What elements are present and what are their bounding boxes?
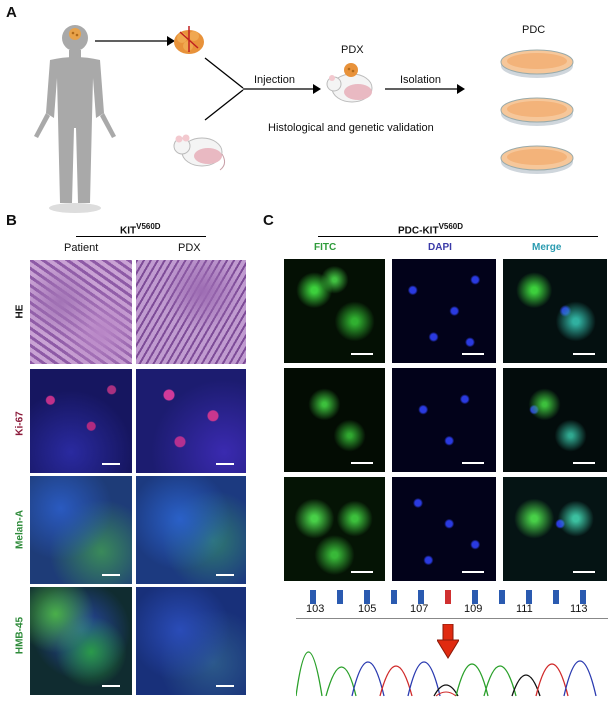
seq-pos-109: 109 [464, 603, 483, 615]
row-label-hmb45: HMB-45 [14, 616, 26, 655]
validation-label: Histological and genetic validation [268, 122, 434, 134]
panel-c-header: PDC-KITV560D [398, 222, 463, 236]
mouse-icon [173, 134, 226, 171]
he-pdx-image [136, 260, 246, 364]
scale-bar [462, 462, 484, 464]
scale-bar [573, 571, 595, 573]
scale-bar [216, 463, 234, 465]
col-patient-label: Patient [64, 242, 99, 254]
scale-bar [102, 685, 120, 687]
base-call-blocks [310, 590, 586, 604]
panel-a-letter: A [6, 4, 17, 21]
seq-pos-107: 107 [410, 603, 429, 615]
melan-a-pdx-image [136, 476, 246, 584]
ki67-pdx-image [136, 369, 246, 473]
convergence-arrows-icon [204, 57, 465, 121]
panel-b-header: KITV560D [120, 222, 161, 236]
scale-bar [102, 574, 120, 576]
ki67-patient-image [30, 369, 132, 473]
arrow-to-tumor-icon [95, 36, 175, 46]
seq-pos-113: 113 [570, 603, 588, 615]
melan-a-merge-image [503, 368, 607, 472]
panel-b-header-rule [76, 236, 206, 237]
row-label-ki67: Ki-67 [14, 411, 26, 436]
panel-b-letter: B [6, 212, 17, 229]
col-merge-label: Merge [532, 242, 562, 253]
col-dapi-label: DAPI [428, 242, 452, 253]
scale-bar [462, 353, 484, 355]
s100-fitc-image [284, 477, 385, 581]
s100-dapi-image [392, 477, 496, 581]
mutation-arrow-icon [437, 624, 459, 659]
seq-pos-103: 103 [306, 603, 325, 615]
scale-bar [573, 462, 595, 464]
hmb45-dapi-image [392, 259, 496, 363]
isolation-label: Isolation [400, 74, 441, 86]
melan-a-fitc-image [284, 368, 385, 472]
hmb45-patient-image [30, 587, 132, 695]
melan-a-patient-image [30, 476, 132, 584]
panel-b-header-sup: V560D [136, 222, 161, 231]
sequencing-chromatogram [296, 651, 597, 697]
panel-c-letter: C [263, 212, 274, 229]
pdx-label: PDX [341, 44, 364, 56]
col-pdx-label: PDX [178, 242, 201, 254]
s100-merge-image [503, 477, 607, 581]
he-patient-image [30, 260, 132, 364]
seq-pos-105: 105 [358, 603, 377, 615]
seq-pos-111: 111 [516, 603, 533, 615]
scale-bar [216, 685, 234, 687]
human-figure-icon [34, 25, 116, 213]
hmb45-pdx-image [136, 587, 246, 695]
scale-bar [351, 571, 373, 573]
scale-bar [351, 462, 373, 464]
pdx-mouse-icon [326, 63, 373, 103]
hmb45-merge-image [503, 259, 607, 363]
scale-bar [102, 463, 120, 465]
petri-dishes-icon [500, 49, 574, 174]
tumor-tissue-icon [174, 26, 204, 54]
hmb45-fitc-image [284, 259, 385, 363]
scale-bar [351, 353, 373, 355]
row-label-melan-a: Melan-A [14, 510, 26, 549]
chromatogram-baseline-top [296, 618, 608, 619]
pdc-label: PDC [522, 24, 546, 36]
scale-bar [216, 574, 234, 576]
injection-label: Injection [254, 74, 295, 86]
scale-bar [573, 353, 595, 355]
col-fitc-label: FITC [314, 242, 337, 253]
panel-c-header-sup: V560D [438, 222, 464, 231]
panel-c-header-text: PDC-KIT [398, 225, 439, 237]
panel-c-header-rule [318, 236, 598, 237]
scale-bar [462, 571, 484, 573]
melan-a-dapi-image [392, 368, 496, 472]
row-label-he: HE [14, 304, 26, 319]
panel-b-header-text: KIT [120, 225, 137, 237]
